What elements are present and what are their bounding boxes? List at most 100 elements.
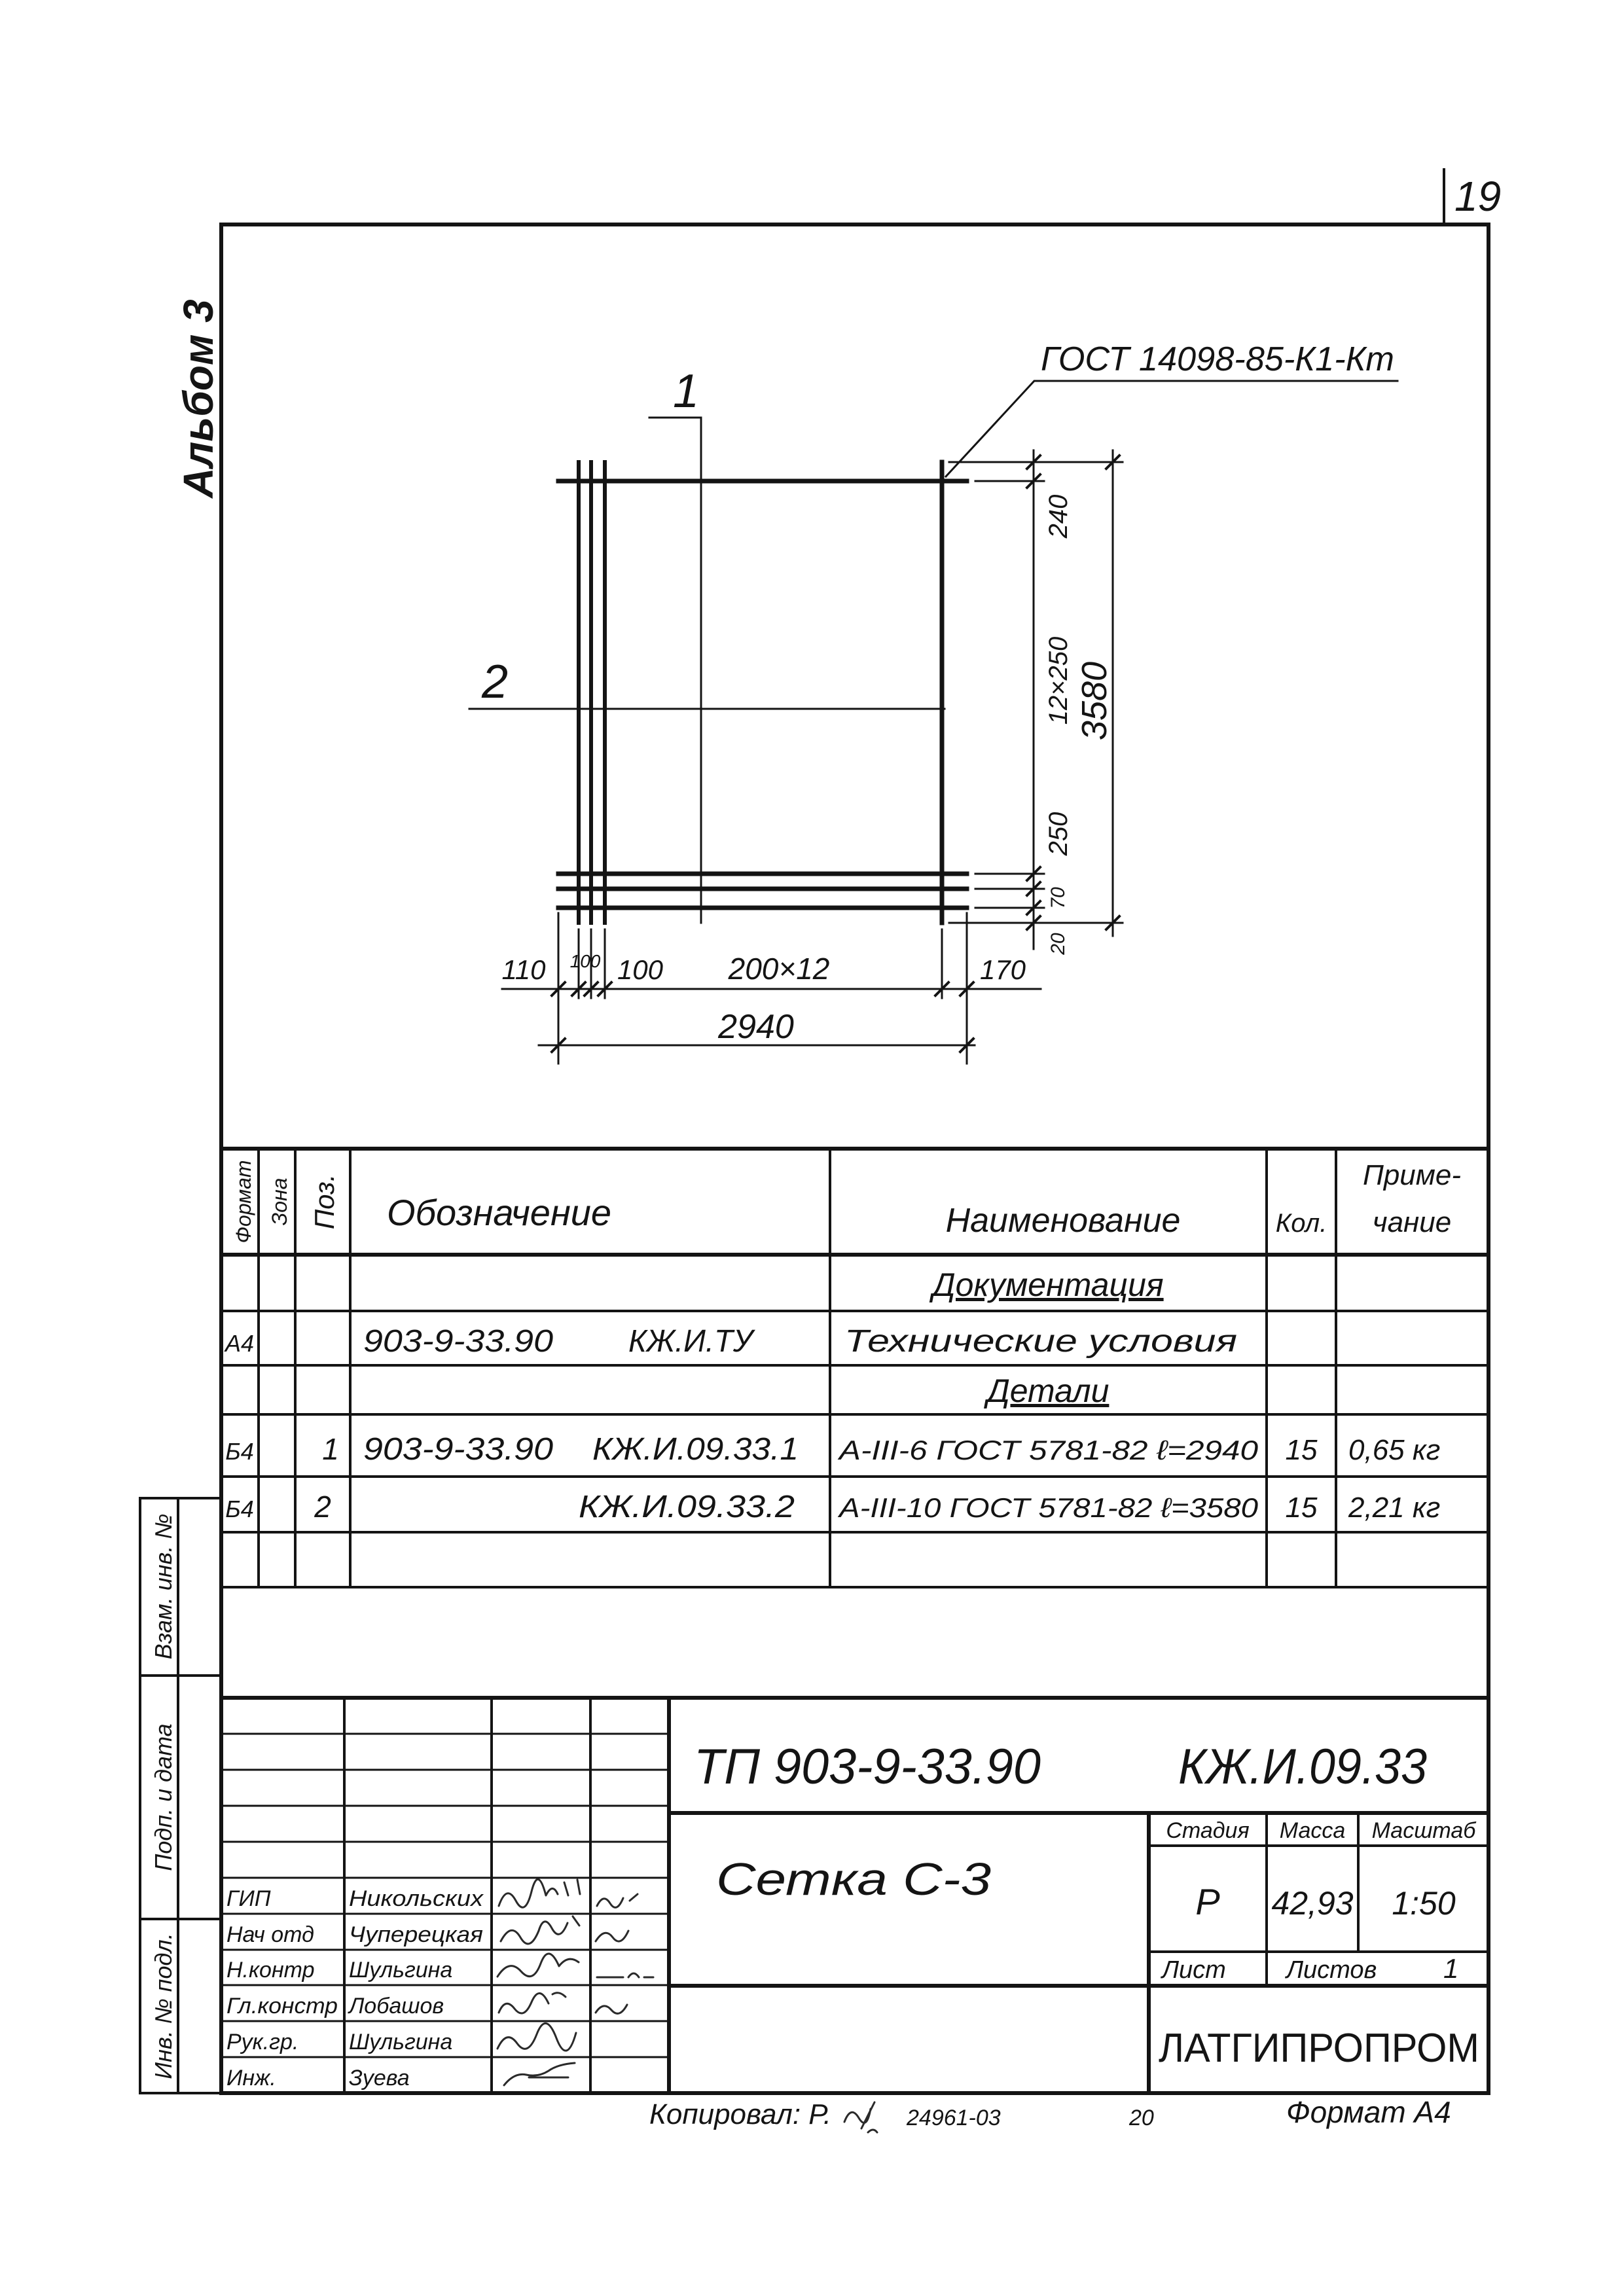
- stamp-strip: Взам. инв. № Подп. и дата Инв. № подл.: [139, 1497, 223, 2094]
- signatory-role-gip: ГИП: [226, 1886, 271, 1911]
- header-position: Поз.: [309, 1174, 340, 1230]
- mass-label: Масса: [1280, 1818, 1346, 1843]
- rod-1-leader-line: [648, 416, 702, 924]
- callout-1: 1: [673, 365, 699, 418]
- scale-label: Масштаб: [1372, 1818, 1477, 1843]
- vertical-total-ticks: [1104, 454, 1121, 931]
- title-block-left-rows: [220, 1732, 670, 2058]
- callout-2: 2: [481, 656, 508, 708]
- stamp-strip-grid: [139, 1497, 223, 2094]
- signatory-name-dept-head: Чуперецкая: [349, 1922, 483, 1947]
- signatory-role-dept-head: Нач отд: [226, 1922, 314, 1947]
- project-code: ТП 903-9-33.90: [694, 1739, 1041, 1795]
- row-2-quantity: 15: [1286, 1434, 1318, 1466]
- title-block-right-cells: [1147, 1812, 1490, 1987]
- mesh-bottom-bars: [556, 871, 969, 910]
- signature-gip: [497, 1878, 581, 1909]
- date-mark-gip: [596, 1893, 639, 1909]
- row-3-note: 2,21 кг: [1348, 1492, 1440, 1524]
- header-name: Наименование: [946, 1202, 1181, 1240]
- dim-total-2940: 2940: [717, 1008, 794, 1046]
- title-block-main-lines: [219, 1696, 1490, 2095]
- stage-label: Стадия: [1166, 1818, 1249, 1843]
- spec-table-row-lines: [220, 1310, 1490, 1588]
- mesh-left-rods: [577, 460, 607, 925]
- row-3-code: КЖ.И.09.33.2: [579, 1490, 795, 1524]
- row-1-code: КЖ.И.ТУ: [628, 1324, 755, 1359]
- row-2-format: Б4: [225, 1438, 253, 1465]
- organization-name: ЛАТГИПРОПРОМ: [1159, 2026, 1479, 2071]
- row-1-format: А4: [224, 1330, 254, 1357]
- signatory-name-chief-designer: Лобашов: [348, 1994, 444, 2018]
- stage-value: Р: [1195, 1881, 1219, 1922]
- signature-norm-control: [496, 1952, 580, 1978]
- row-3-format: Б4: [225, 1496, 253, 1522]
- horizontal-total-ticks: [550, 1037, 975, 1054]
- header-format: Формат: [232, 1160, 255, 1243]
- dim-100-a: 100: [570, 951, 601, 971]
- horizontal-extension-lines: [557, 912, 968, 1065]
- copy-number: 20: [1128, 2106, 1154, 2130]
- header-quantity: Кол.: [1276, 1209, 1327, 1238]
- weld-standard-leader-line: [944, 380, 1399, 478]
- dim-70: 70: [1047, 887, 1069, 909]
- row-2-code: КЖ.И.09.33.1: [592, 1432, 799, 1467]
- row-2-designation: 903-9-33.90: [363, 1432, 553, 1467]
- row-2-name: А-III-6 ГОСТ 5781-82 ℓ=2940: [837, 1435, 1258, 1465]
- dim-240: 240: [1044, 495, 1073, 539]
- signature-dept-head: [499, 1915, 581, 1945]
- sheets-total: 1: [1443, 1953, 1458, 1984]
- original-inventory-label: Инв. № подл.: [150, 1933, 177, 2079]
- dim-250: 250: [1044, 812, 1073, 857]
- sheet-label: Лист: [1160, 1956, 1226, 1984]
- replaced-inventory-label: Взам. инв. №: [150, 1514, 177, 1660]
- date-mark-norm-control: [596, 1972, 655, 1979]
- specification-table: Формат Зона Поз. Обозначение Наименовани…: [219, 1147, 1490, 1588]
- row-3-quantity: 15: [1286, 1492, 1318, 1524]
- date-mark-dept-head: [594, 1929, 630, 1943]
- signatory-role-group-lead: Рук.гр.: [226, 2030, 298, 2054]
- copied-by-label: Копировал: Р.: [649, 2098, 831, 2130]
- row-2-note: 0,65 кг: [1348, 1434, 1440, 1466]
- mass-value: 42,93: [1271, 1885, 1353, 1922]
- album-label: Альбом 3: [175, 299, 222, 499]
- dim-20: 20: [1047, 933, 1069, 956]
- document-code: КЖ.И.09.33: [1178, 1739, 1427, 1795]
- signatory-role-chief-designer: Гл.констр: [226, 1994, 338, 2018]
- sheet-footer: Копировал: Р. 24961-03 20 Формат А4: [649, 2095, 1451, 2134]
- date-mark-chief-designer: [594, 2003, 628, 2015]
- order-number: 24961-03: [906, 2106, 1001, 2130]
- drawing-title: Сетка С-3: [716, 1854, 991, 1905]
- spec-table-outer-lines: [219, 1147, 1490, 1257]
- signatory-role-norm-control: Н.контр: [226, 1958, 315, 1982]
- signature-date-label: Подп. и дата: [150, 1723, 177, 1871]
- sheet-format: Формат А4: [1286, 2095, 1451, 2129]
- header-designation: Обозначение: [387, 1192, 611, 1233]
- spec-table-column-lines: [257, 1147, 1337, 1588]
- title-block: ГИП Никольских Нач отд Чуперецкая Н.конт…: [219, 1696, 1490, 2095]
- row-3-position: 2: [314, 1490, 331, 1524]
- reinforcement-mesh: 1 2 ГОСТ 14098-85-К1-Кт: [468, 340, 1399, 925]
- horizontal-dimensions: 110 100 100 200×12 170 2940: [501, 912, 1042, 1065]
- signatory-name-gip: Никольских: [349, 1886, 484, 1911]
- signatory-name-norm-control: Шульгина: [349, 1958, 452, 1982]
- signature-engineer: [503, 2062, 576, 2087]
- copier-signature: [843, 2101, 878, 2134]
- signature-chief-designer: [497, 1992, 567, 2015]
- row-3-name: А-III-10 ГОСТ 5781-82 ℓ=3580: [837, 1492, 1259, 1523]
- section-documentation: Документация: [929, 1266, 1163, 1303]
- vertical-extension-lines: [948, 461, 1124, 924]
- section-details: Детали: [984, 1372, 1110, 1409]
- dim-200x12: 200×12: [728, 952, 830, 986]
- dim-100-b: 100: [617, 954, 664, 985]
- vertical-dimensions: 240 12×250 250 70 20 3580: [948, 449, 1124, 956]
- dim-170: 170: [980, 954, 1026, 985]
- signatory-name-group-lead: Шульгина: [349, 2030, 452, 2054]
- dim-12x250: 12×250: [1044, 637, 1073, 725]
- page-number: 19: [1454, 173, 1501, 220]
- dim-total-3580: 3580: [1075, 662, 1114, 740]
- row-1-designation: 903-9-33.90: [363, 1324, 553, 1359]
- row-2-position: 1: [322, 1432, 339, 1466]
- header-zone: Зона: [268, 1178, 291, 1226]
